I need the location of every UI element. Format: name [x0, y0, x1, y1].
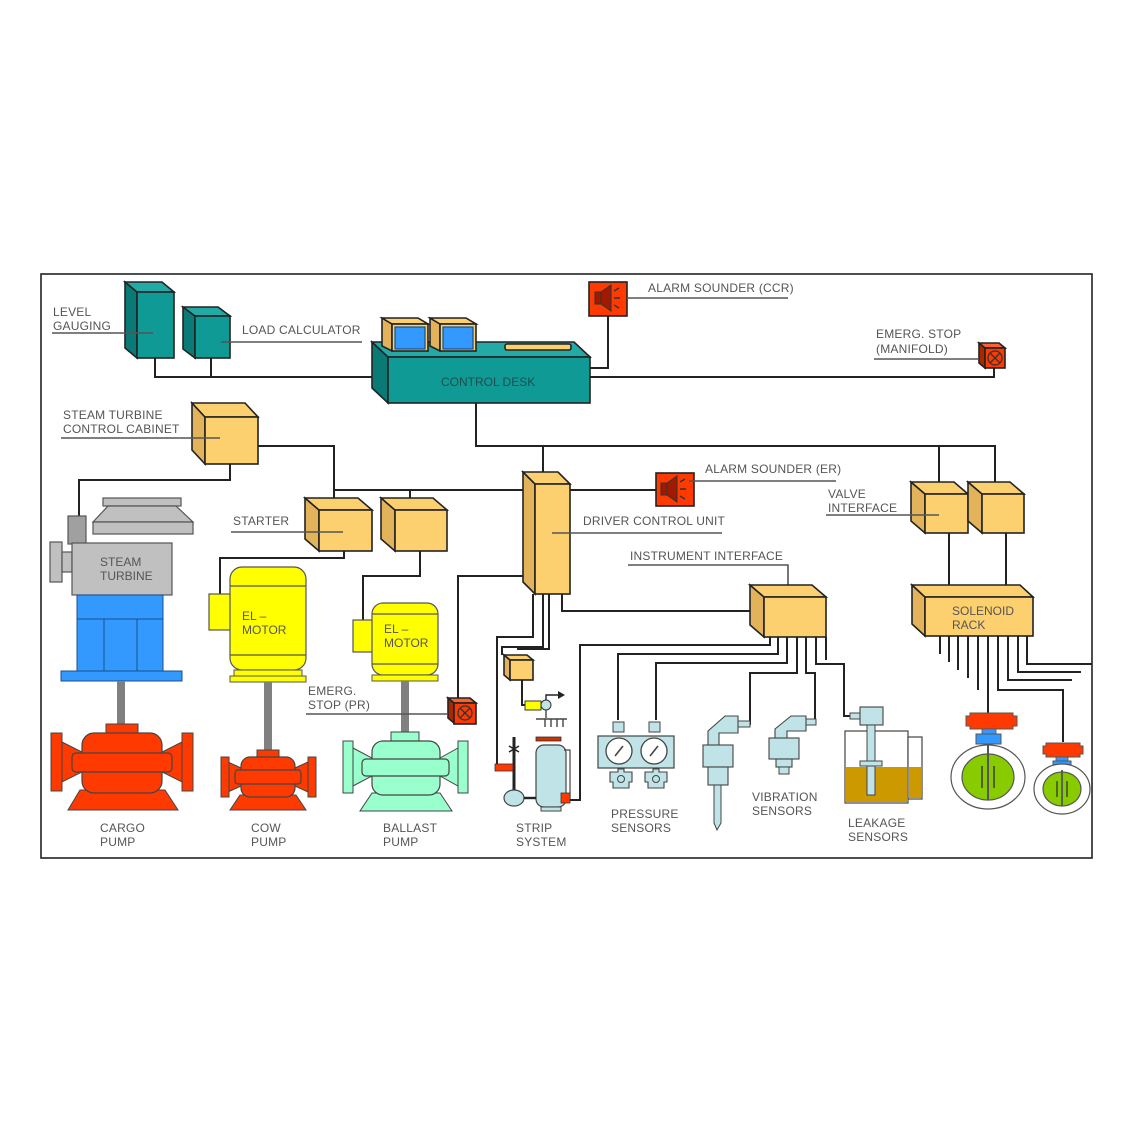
label-emerg-stop-manifold: EMERG. STOP(MANIFOLD) [876, 327, 961, 356]
keyboard [504, 343, 572, 351]
cross-circle-icon [987, 350, 1003, 366]
instrument-interface [747, 583, 829, 639]
label-driver-control-unit: DRIVER CONTROL UNIT [583, 514, 725, 528]
speaker-icon [660, 475, 686, 503]
vibration-sensor-probe [702, 715, 751, 832]
steam-turbine-control-cabinet [190, 400, 260, 467]
starter-2 [378, 496, 450, 553]
leakage-sensors [844, 706, 923, 804]
cow-pump [220, 749, 317, 811]
monitor-2 [427, 316, 479, 353]
label-alarm-er: ALARM SOUNDER (ER) [705, 462, 841, 476]
emergency-stop-pr [445, 696, 479, 725]
label-el-motor-1: EL –MOTOR [242, 609, 287, 637]
pressure-sensors [597, 721, 675, 789]
label-control-desk: CONTROL DESK [441, 375, 535, 389]
wiring [78, 316, 1092, 801]
load-calculator-unit [180, 305, 233, 360]
cargo-pump [50, 723, 194, 811]
label-el-motor-2: EL –MOTOR [384, 622, 429, 650]
shaft-ballast [401, 681, 409, 733]
speaker-icon [594, 284, 620, 312]
starter-1 [302, 496, 375, 553]
strip-control-box [501, 653, 536, 682]
shaft-cargo [117, 681, 125, 725]
cross-circle-icon [457, 705, 473, 721]
vibration-sensor [768, 715, 817, 775]
el-motor-1: EL –MOTOR [208, 566, 307, 683]
butterfly-valve-large [950, 712, 1026, 810]
label-emerg-stop-pr: EMERG.STOP (PR) [308, 684, 370, 712]
alarm-sounder-ccr [588, 281, 628, 317]
label-alarm-ccr: ALARM SOUNDER (CCR) [648, 281, 794, 295]
label-load-calculator: LOAD CALCULATOR [242, 323, 361, 337]
valve-interface-2 [965, 480, 1027, 535]
level-gauging-cabinet [122, 280, 177, 360]
valve-interface-1 [908, 480, 971, 535]
driver-control-unit [521, 470, 572, 596]
monitor-1 [379, 316, 431, 353]
shaft-cow [264, 682, 272, 752]
label-starter: STARTER [233, 514, 289, 528]
butterfly-valve-small [1033, 742, 1091, 815]
label-instrument-interface: INSTRUMENT INTERFACE [630, 549, 783, 563]
ballast-pump [342, 731, 469, 812]
strip-system [494, 653, 571, 812]
control-desk: CONTROL DESK [369, 316, 593, 405]
emergency-stop-manifold [976, 341, 1008, 370]
alarm-sounder-er [655, 472, 695, 507]
